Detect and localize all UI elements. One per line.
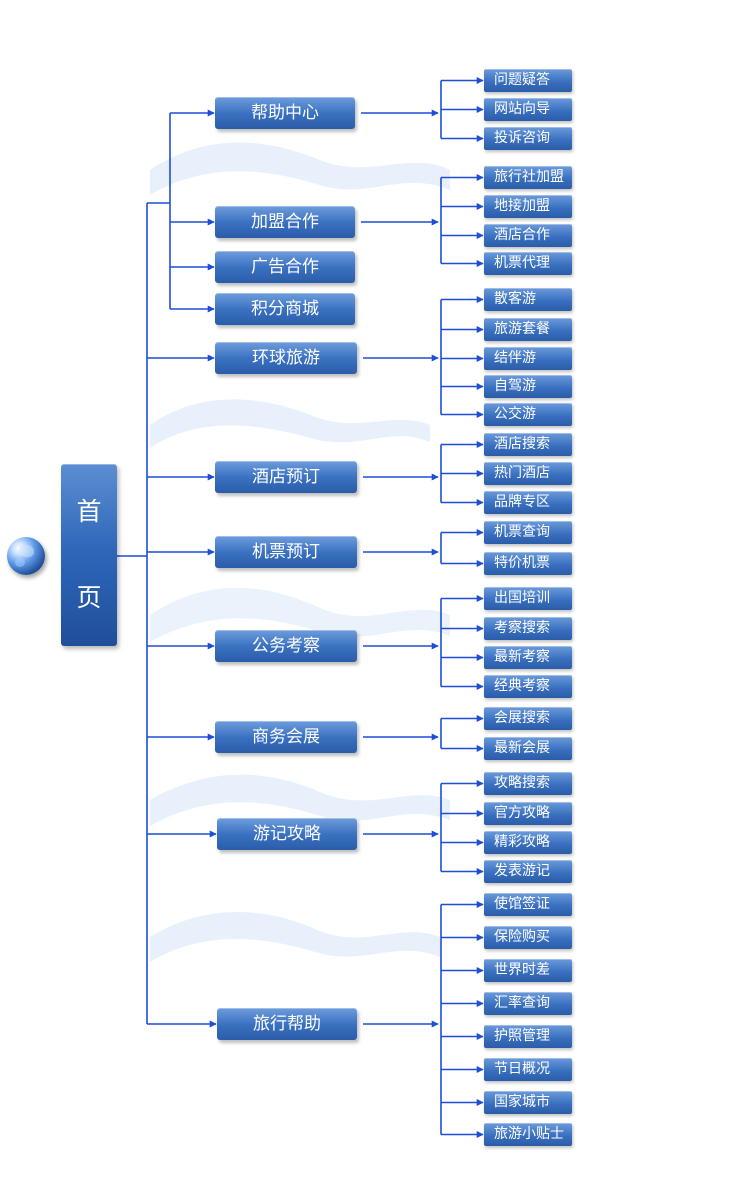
category-node[interactable]: 商务会展 <box>215 721 357 753</box>
leaf-node[interactable]: 自驾游 <box>484 375 572 398</box>
leaf-node[interactable]: 旅游套餐 <box>484 318 572 341</box>
category-node[interactable]: 环球旅游 <box>215 342 357 374</box>
leaf-node[interactable]: 官方攻略 <box>484 802 572 825</box>
root-node-home[interactable]: 首 页 <box>61 464 117 646</box>
leaf-node[interactable]: 热门酒店 <box>484 462 572 485</box>
root-label-char-1: 首 <box>76 497 102 526</box>
leaf-node[interactable]: 公交游 <box>484 403 572 426</box>
leaf-node[interactable]: 国家城市 <box>484 1091 572 1114</box>
leaf-node[interactable]: 结伴游 <box>484 347 572 370</box>
leaf-node[interactable]: 散客游 <box>484 288 572 311</box>
category-node[interactable]: 广告合作 <box>215 251 355 283</box>
leaf-node[interactable]: 旅游小贴士 <box>484 1123 572 1146</box>
leaf-node[interactable]: 网站向导 <box>484 98 572 121</box>
root-label-char-2: 页 <box>76 583 102 612</box>
leaf-node[interactable]: 出国培训 <box>484 587 572 610</box>
leaf-node[interactable]: 节日概况 <box>484 1058 572 1081</box>
category-node[interactable]: 机票预订 <box>215 536 357 568</box>
leaf-node[interactable]: 保险购买 <box>484 926 572 949</box>
leaf-node[interactable]: 世界时差 <box>484 959 572 982</box>
leaf-node[interactable]: 问题疑答 <box>484 69 572 92</box>
leaf-node[interactable]: 品牌专区 <box>484 491 572 514</box>
globe-icon <box>7 537 45 575</box>
leaf-node[interactable]: 旅行社加盟 <box>484 166 572 189</box>
leaf-node[interactable]: 经典考察 <box>484 675 572 698</box>
leaf-node[interactable]: 使馆签证 <box>484 893 572 916</box>
leaf-node[interactable]: 机票查询 <box>484 521 572 544</box>
leaf-node[interactable]: 特价机票 <box>484 552 572 575</box>
leaf-node[interactable]: 地接加盟 <box>484 195 572 218</box>
leaf-node[interactable]: 护照管理 <box>484 1025 572 1048</box>
category-node[interactable]: 积分商城 <box>215 293 355 325</box>
leaf-node[interactable]: 酒店搜索 <box>484 433 572 456</box>
leaf-node[interactable]: 会展搜索 <box>484 707 572 730</box>
leaf-node[interactable]: 汇率查询 <box>484 992 572 1015</box>
category-node[interactable]: 加盟合作 <box>215 206 355 238</box>
leaf-node[interactable]: 机票代理 <box>484 252 572 275</box>
category-node[interactable]: 帮助中心 <box>215 97 355 129</box>
category-node[interactable]: 公务考察 <box>215 630 357 662</box>
category-node[interactable]: 游记攻略 <box>217 818 357 850</box>
leaf-node[interactable]: 攻略搜索 <box>484 772 572 795</box>
leaf-node[interactable]: 发表游记 <box>484 860 572 883</box>
category-node[interactable]: 旅行帮助 <box>217 1008 357 1040</box>
leaf-node[interactable]: 精彩攻略 <box>484 831 572 854</box>
category-node[interactable]: 酒店预订 <box>215 461 357 493</box>
leaf-node[interactable]: 酒店合作 <box>484 224 572 247</box>
leaf-node[interactable]: 最新会展 <box>484 737 572 760</box>
leaf-node[interactable]: 投诉咨询 <box>484 127 572 150</box>
leaf-node[interactable]: 考察搜索 <box>484 617 572 640</box>
leaf-node[interactable]: 最新考察 <box>484 646 572 669</box>
